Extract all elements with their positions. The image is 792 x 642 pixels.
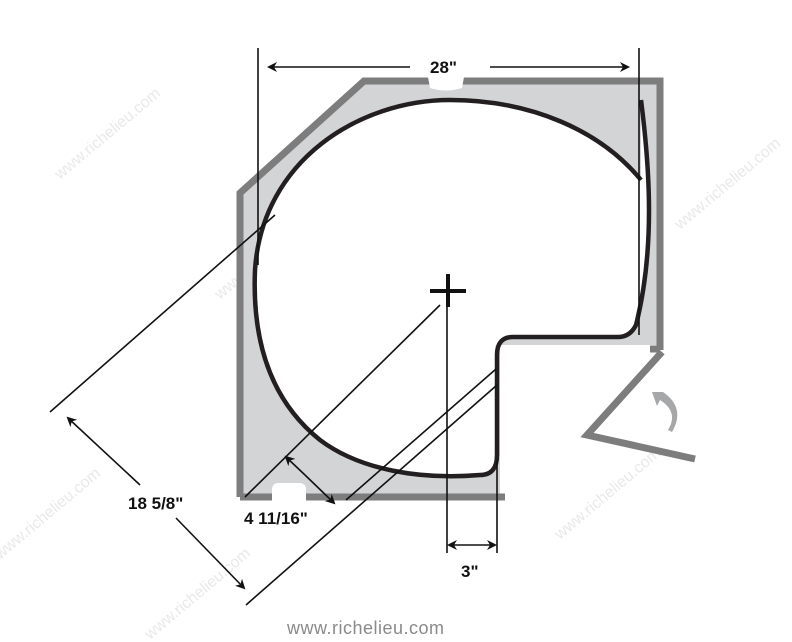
dimension-lines bbox=[49, 48, 640, 606]
door-panel bbox=[580, 345, 696, 463]
pivot-center-cross-icon bbox=[430, 274, 466, 307]
svg-text:www.richelieu.com: www.richelieu.com bbox=[141, 545, 254, 642]
svg-text:www.richelieu.com: www.richelieu.com bbox=[551, 445, 664, 544]
bottom-notch bbox=[272, 483, 306, 501]
door-swing-arrow-icon bbox=[652, 392, 678, 432]
notch-width-label: 3" bbox=[461, 562, 479, 581]
svg-text:www.richelieu.com: www.richelieu.com bbox=[51, 85, 164, 184]
tray-outline bbox=[252, 97, 652, 479]
diagonal-depth-label: 18 5/8" bbox=[128, 494, 183, 513]
chamfer-offset-label: 4 11/16" bbox=[244, 509, 308, 528]
svg-text:www.richelieu.com: www.richelieu.com bbox=[0, 465, 104, 564]
width-label: 28" bbox=[430, 58, 457, 77]
footer-url: www.richelieu.com bbox=[286, 618, 445, 638]
top-notch bbox=[428, 77, 464, 91]
svg-text:www.richelieu.com: www.richelieu.com bbox=[671, 135, 784, 234]
